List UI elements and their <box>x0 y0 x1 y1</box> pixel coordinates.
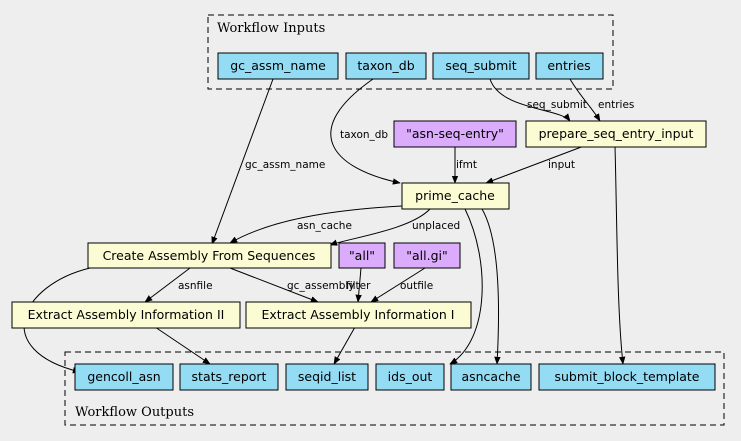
edge-seq-submit <box>489 78 571 122</box>
input-node-label: taxon_db <box>357 58 414 73</box>
edge-gc-assm-name <box>211 78 274 245</box>
constant-node-all-gi[interactable]: "all.gi" <box>393 242 461 269</box>
output-node-label: seqid_list <box>298 369 356 384</box>
edge-ids-out <box>449 208 483 365</box>
tool-node-prepare-seq-entry-input[interactable]: prepare_seq_entry_input <box>525 120 707 148</box>
input-node-label: entries <box>547 58 590 73</box>
tool-node-label: Extract Assembly Information I <box>262 307 455 322</box>
output-node-seqid-list[interactable]: seqid_list <box>285 363 369 391</box>
output-node-asncache[interactable]: asncache <box>450 363 532 391</box>
edge-stats-report <box>154 326 211 365</box>
input-node-label: gc_assm_name <box>230 58 326 73</box>
edge-label-gc-assm-name: gc_assm_name <box>245 159 325 171</box>
edge-label-entries: entries <box>598 99 634 111</box>
workflow-outputs-label: Workflow Outputs <box>75 405 194 420</box>
output-node-submit-block-template[interactable]: submit_block_template <box>538 363 716 391</box>
edge-label-input: input <box>548 159 575 171</box>
workflow-inputs-cluster: Workflow Inputs <box>207 14 614 90</box>
constant-node-all[interactable]: "all" <box>338 242 386 269</box>
edges <box>23 78 626 374</box>
output-node-ids-out[interactable]: ids_out <box>375 363 445 391</box>
edge-input <box>485 145 585 184</box>
tool-node-create-assembly[interactable]: Create Assembly From Sequences <box>87 242 332 269</box>
input-node-taxon-db[interactable]: taxon_db <box>345 52 427 80</box>
tool-node-extract-ii[interactable]: Extract Assembly Information II <box>11 301 241 329</box>
input-node-seq-submit[interactable]: seq_submit <box>432 52 530 80</box>
input-node-entries[interactable]: entries <box>535 52 604 80</box>
output-node-label: gencoll_asn <box>87 369 160 384</box>
edge-label-unplaced: unplaced <box>412 220 460 232</box>
edge-gc-assembly <box>229 267 319 303</box>
edge-filter <box>355 267 362 303</box>
tool-node-extract-i[interactable]: Extract Assembly Information I <box>245 301 472 329</box>
edge-taxon-db <box>330 78 401 185</box>
edge-label-gc-assembly: gc_assembly <box>287 280 355 292</box>
edge-asncache <box>481 208 501 365</box>
constant-node-label: "asn-seq-entry" <box>406 126 504 141</box>
edge-submit-block <box>614 145 626 365</box>
tool-node-label: Extract Assembly Information II <box>28 307 225 322</box>
tool-node-label: prime_cache <box>415 188 495 203</box>
output-node-label: submit_block_template <box>554 369 699 384</box>
tool-node-label: Create Assembly From Sequences <box>103 248 316 263</box>
workflow-inputs-label: Workflow Inputs <box>217 21 325 36</box>
constant-node-label: "all" <box>349 248 375 263</box>
edge-seqid-list <box>333 326 356 365</box>
edge-outfile <box>370 267 426 303</box>
edge-label-outfile: outfile <box>400 280 433 292</box>
edge-labels: seq_submit entries taxon_db gc_assm_name… <box>178 99 634 292</box>
edge-unplaced <box>329 208 431 246</box>
constant-node-label: "all.gi" <box>406 248 448 263</box>
edge-label-asn-cache: asn_cache <box>297 220 352 232</box>
edge-asn-cache <box>229 205 403 244</box>
workflow-outputs-cluster: Workflow Outputs <box>64 351 725 426</box>
output-node-label: asncache <box>461 369 520 384</box>
output-node-gencoll-asn[interactable]: gencoll_asn <box>74 363 174 391</box>
edge-label-taxon-db: taxon_db <box>340 129 388 141</box>
input-node-label: seq_submit <box>445 58 516 73</box>
edge-label-filter: filter <box>346 280 371 292</box>
output-node-label: stats_report <box>192 369 267 384</box>
tool-node-prime-cache[interactable]: prime_cache <box>401 182 510 210</box>
edge-entries <box>569 78 601 122</box>
edge-asnfile <box>144 267 191 303</box>
edge-label-asnfile: asnfile <box>178 280 213 292</box>
output-node-stats-report[interactable]: stats_report <box>179 363 279 391</box>
edge-label-ifmt: ifmt <box>456 159 477 171</box>
edge-label-seq-submit: seq_submit <box>527 99 587 111</box>
input-node-gc-assm-name[interactable]: gc_assm_name <box>217 52 339 80</box>
tool-node-label: prepare_seq_entry_input <box>539 126 694 141</box>
constant-node-asn-seq-entry[interactable]: "asn-seq-entry" <box>393 120 517 148</box>
output-node-label: ids_out <box>388 369 433 384</box>
